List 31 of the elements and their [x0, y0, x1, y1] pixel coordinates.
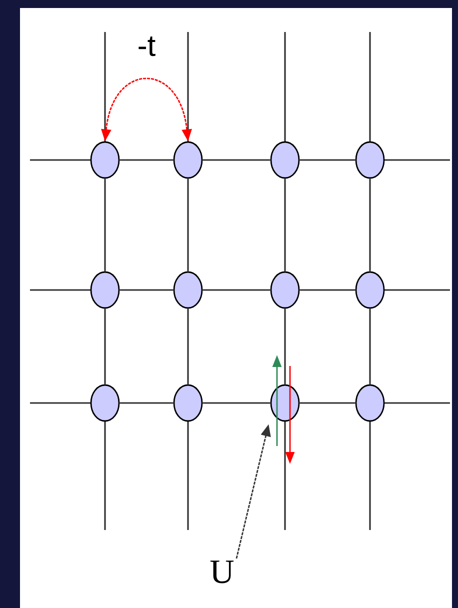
- lattice-site: [173, 141, 203, 179]
- lattice-line: [300, 159, 356, 161]
- lattice-site: [355, 271, 385, 309]
- lattice-line: [300, 402, 356, 404]
- lattice-line: [120, 159, 174, 161]
- lattice-site: [270, 141, 300, 179]
- lattice-line: [187, 308, 189, 384]
- lattice-site: [173, 384, 203, 422]
- lattice-site: [355, 384, 385, 422]
- lattice-line: [300, 289, 356, 291]
- lattice-site: [355, 141, 385, 179]
- lattice-line: [202, 159, 270, 161]
- lattice-line: [104, 178, 106, 272]
- lattice-line: [120, 402, 174, 404]
- edge-label: -t: [136, 36, 157, 58]
- lattice-line: [202, 289, 270, 291]
- lattice-site: [270, 271, 300, 309]
- symbol-label: U: [210, 560, 234, 584]
- lattice-line: [120, 289, 174, 291]
- lattice-site: [90, 271, 120, 309]
- lattice-line: [187, 178, 189, 272]
- lattice-site: [90, 384, 120, 422]
- lattice-line: [369, 178, 371, 272]
- lattice-line: [284, 178, 286, 272]
- lattice-line: [202, 402, 270, 404]
- lattice-line: [104, 308, 106, 384]
- lattice-line: [369, 308, 371, 384]
- lattice-site: [90, 141, 120, 179]
- lattice-site: [270, 384, 300, 422]
- lattice-site: [173, 271, 203, 309]
- lattice-line: [284, 308, 286, 384]
